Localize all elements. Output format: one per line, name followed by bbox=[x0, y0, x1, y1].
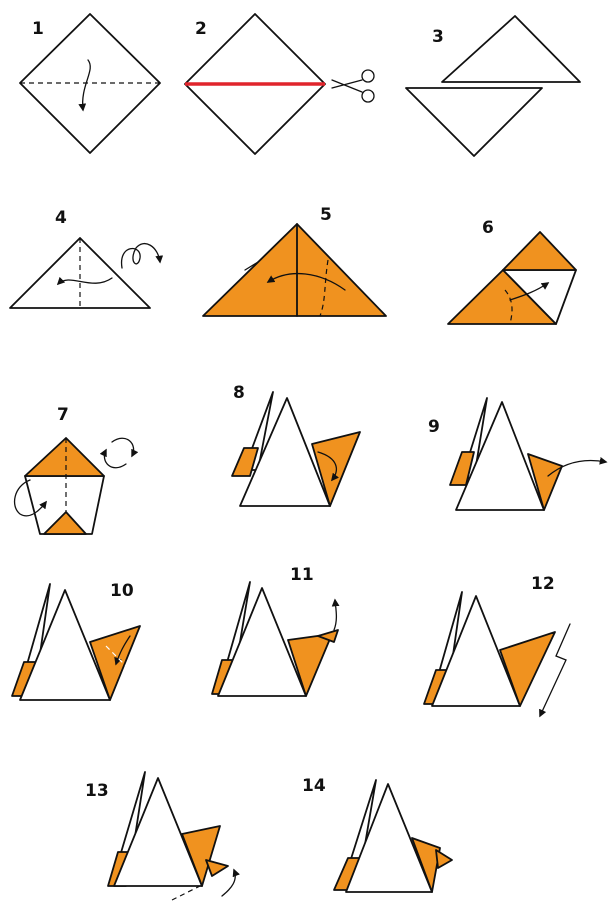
step-10: 10 bbox=[11, 581, 141, 701]
fold-down-arrow-icon bbox=[317, 451, 339, 482]
tail-colored bbox=[527, 453, 563, 511]
tail-tip bbox=[317, 629, 339, 643]
step-number-7: 7 bbox=[57, 405, 69, 425]
body-white bbox=[19, 589, 111, 701]
tail-colored bbox=[181, 825, 221, 887]
step-number-8: 8 bbox=[233, 383, 245, 403]
bottom-triangle-colored bbox=[43, 511, 87, 535]
step-7: 7 bbox=[13, 405, 139, 535]
step-14: 14 bbox=[302, 776, 453, 893]
step-3: 3 bbox=[405, 15, 581, 157]
fold-up-arrow-icon bbox=[509, 282, 550, 301]
fold-down-arrow-icon bbox=[114, 635, 131, 666]
body-white bbox=[345, 783, 433, 893]
left-foot bbox=[231, 447, 259, 477]
scissors-icon bbox=[331, 69, 375, 103]
triangle-paper bbox=[9, 237, 151, 309]
step-number-10: 10 bbox=[110, 581, 134, 601]
step-number-11: 11 bbox=[290, 565, 314, 585]
tip-colored bbox=[502, 231, 577, 271]
step-5: 5 bbox=[202, 205, 387, 317]
fold-up-arrow-icon bbox=[331, 598, 340, 631]
rotate-icon bbox=[111, 437, 139, 458]
fold-line bbox=[105, 645, 127, 667]
step-11: 11 bbox=[211, 565, 340, 697]
lower-triangle bbox=[405, 87, 543, 157]
step-number-6: 6 bbox=[482, 218, 494, 238]
triangle-colored bbox=[202, 223, 387, 317]
step-number-1: 1 bbox=[32, 19, 44, 39]
step-1: 1 bbox=[19, 13, 161, 154]
fold-line bbox=[319, 259, 329, 317]
body-white bbox=[217, 587, 307, 697]
body-white bbox=[431, 595, 521, 707]
step-number-14: 14 bbox=[302, 776, 326, 796]
step-number-9: 9 bbox=[428, 417, 440, 437]
fold-line bbox=[171, 885, 201, 901]
step-number-2: 2 bbox=[195, 19, 207, 39]
step-9: 9 bbox=[428, 397, 608, 511]
step-4: 4 bbox=[9, 208, 164, 309]
top-triangle-colored bbox=[24, 437, 105, 477]
upper-triangle bbox=[441, 15, 581, 83]
fold-arrow-icon bbox=[221, 868, 240, 897]
step-number-5: 5 bbox=[320, 205, 332, 225]
body-white bbox=[113, 777, 203, 887]
fold-line bbox=[504, 289, 513, 325]
zigzag-arrow-icon bbox=[539, 623, 571, 718]
step-13: 13 bbox=[85, 771, 240, 901]
step-number-4: 4 bbox=[55, 208, 67, 228]
turn-over-icon bbox=[121, 243, 164, 269]
fold-down-arrow-icon bbox=[78, 59, 91, 112]
tail-colored bbox=[499, 631, 556, 707]
fold-left-arrow-icon bbox=[266, 272, 346, 291]
step-2: 2 bbox=[184, 13, 375, 155]
square-paper bbox=[19, 13, 161, 154]
tail-colored bbox=[411, 837, 441, 893]
body-white bbox=[239, 397, 331, 507]
fold-left-arrow-icon bbox=[56, 276, 113, 286]
tail-tip bbox=[205, 859, 229, 877]
body-white bbox=[455, 401, 545, 511]
pull-out-arrow-icon bbox=[547, 457, 608, 477]
tail-colored bbox=[287, 633, 333, 697]
step-number-3: 3 bbox=[432, 27, 444, 47]
tail-tip bbox=[435, 849, 453, 869]
step-8: 8 bbox=[231, 383, 361, 507]
fold-mark bbox=[244, 261, 259, 271]
step-6: 6 bbox=[447, 218, 577, 325]
step-number-13: 13 bbox=[85, 781, 109, 801]
step-12: 12 bbox=[423, 574, 571, 718]
fold-arrow-icon bbox=[13, 479, 47, 517]
step-number-12: 12 bbox=[531, 574, 555, 594]
